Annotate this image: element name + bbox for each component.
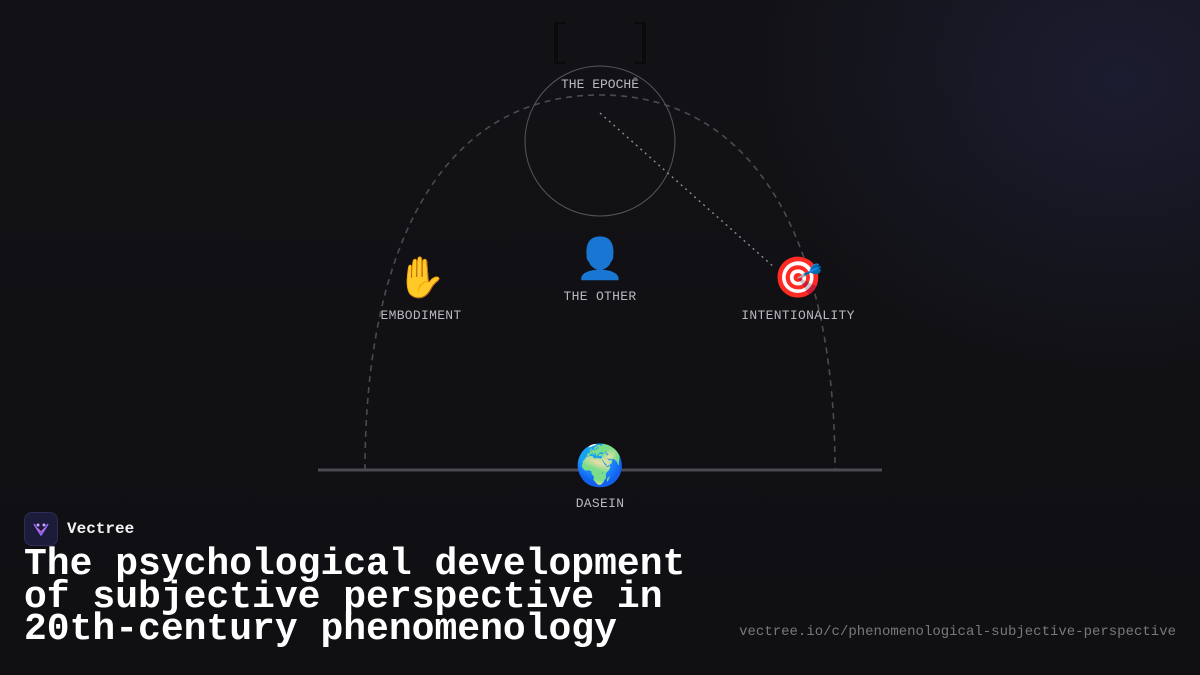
node-embodiment: ✋ EMBODIMENT [380,254,461,323]
brand-name: Vectree [67,520,135,538]
epoche-circle [524,65,676,217]
raised-hand-icon: ✋ [396,255,446,301]
node-dasein: 🌍 DASEIN [575,442,625,511]
node-the-other: 👤 THE OTHER [564,235,637,304]
intentionality-label: INTENTIONALITY [741,308,855,323]
globe-icon: 🌍 [575,443,625,489]
page-url[interactable]: vectree.io/c/phenomenological-subjective… [739,624,1176,640]
person-silhouette-icon: 👤 [575,236,625,282]
embodiment-label: EMBODIMENT [380,308,462,323]
epoche-label: THE EPOCHĒ [560,77,640,92]
page-title: The psychological development of subject… [24,543,686,651]
vectree-logo-icon [24,512,58,546]
direct-hit-target-icon: 🎯 [773,255,823,301]
brand[interactable]: Vectree [24,512,134,546]
the-other-label: THE OTHER [563,289,637,304]
dashed-arc [364,94,836,471]
epoche-brackets: [ ] [544,17,656,69]
node-intentionality: 🎯 INTENTIONALITY [741,254,854,323]
dasein-label: DASEIN [575,496,625,511]
